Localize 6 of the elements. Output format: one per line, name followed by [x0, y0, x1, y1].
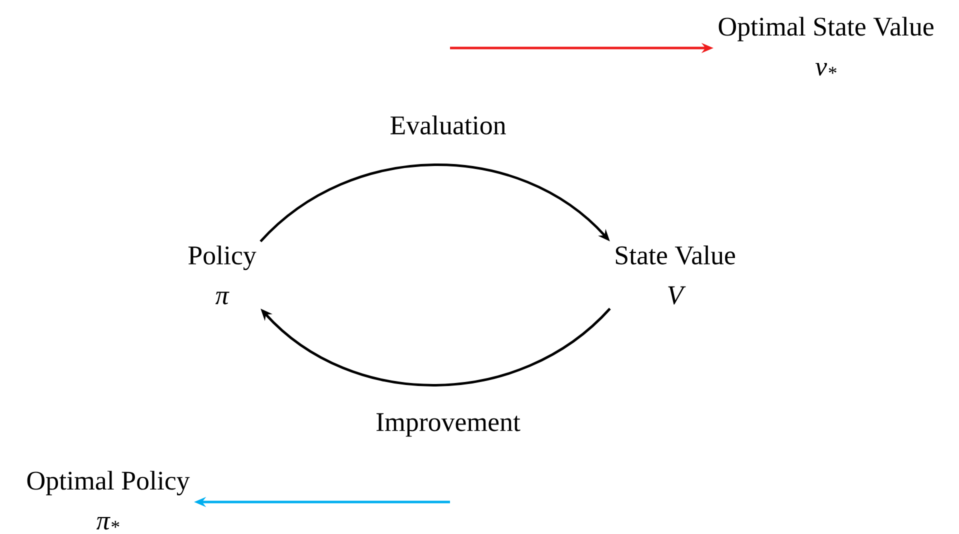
node-label: State Value V: [616, 246, 735, 304]
edge-label: Evaluation: [388, 114, 508, 136]
node-label: Policy π: [188, 246, 256, 304]
edge-label: Improvement: [374, 411, 522, 439]
node-label: Optimal State Value v$_{*}$: [718, 16, 934, 76]
node-label: Optimal Policy π$_{*}$: [27, 470, 190, 530]
